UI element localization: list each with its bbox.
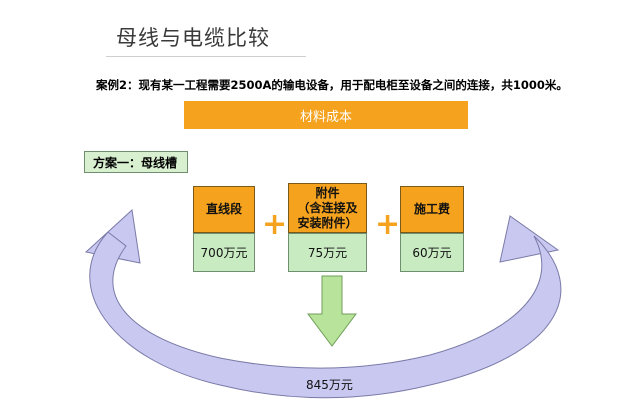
circular-arc-band	[89, 231, 562, 399]
accessories-label-line3: 安装附件）	[297, 215, 358, 230]
plus-sign-2: +	[375, 207, 401, 242]
plus-sign-1: +	[262, 207, 288, 242]
construction-fee-cost-box: 60万元	[400, 233, 464, 272]
construction-fee-label: 施工费	[413, 202, 450, 216]
title-underline	[106, 56, 306, 57]
down-arrow	[307, 275, 357, 347]
accessories-label-line1: 附件	[315, 185, 340, 200]
straight-section-cost: 700万元	[200, 246, 248, 260]
accessories-box: 附件 （含连接及 安装附件）	[288, 183, 367, 233]
straight-section-label: 直线段	[205, 202, 242, 216]
material-cost-banner: 材料成本	[184, 101, 468, 129]
construction-fee-cost: 60万元	[412, 246, 452, 260]
scheme-label: 方案一：母线槽	[84, 151, 188, 173]
straight-section-cost-box: 700万元	[193, 233, 255, 272]
accessories-label-line2: （含连接及	[297, 200, 358, 215]
accessories-cost-box: 75万元	[288, 233, 367, 272]
total-cost: 845万元	[306, 378, 353, 392]
construction-fee-box: 施工费	[400, 186, 464, 233]
straight-section-box: 直线段	[193, 186, 255, 233]
case-description: 案例2：现有某一工程需要2500A的输电设备，用于配电柜至设备之间的连接，共10…	[96, 78, 568, 92]
accessories-cost: 75万元	[307, 246, 348, 260]
page-title: 母线与电缆比较	[116, 26, 270, 50]
